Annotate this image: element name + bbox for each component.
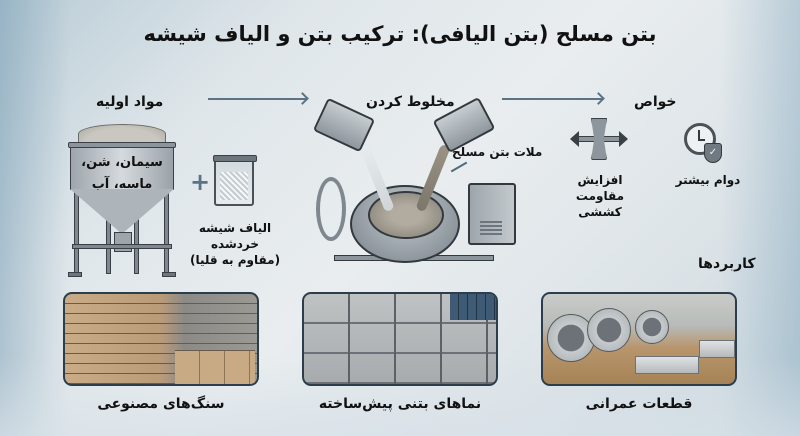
label-artificial-stones: سنگ‌های مصنوعی: [97, 396, 225, 412]
silo-foot: [162, 272, 176, 277]
fiber-label-line3: (مقاوم به قلیا): [189, 253, 281, 267]
paver-blocks: [175, 350, 255, 384]
tension-arrowhead-left: [570, 131, 579, 147]
concrete-pipe: [587, 308, 631, 352]
tensile-label-line2: کششی: [578, 205, 622, 219]
diagram-title: بتن مسلح (بتن الیافی): ترکیب بتن و الیاف…: [143, 22, 657, 46]
concrete-pipe: [635, 310, 669, 344]
card-civil-elements: [541, 292, 737, 386]
silo-foot: [68, 272, 82, 277]
tension-arrows-icon: [570, 118, 628, 160]
card-precast-facade: [302, 292, 498, 386]
glass-fiber-label: الیاف شیشه خردشده (مقاوم به قلیا): [180, 220, 290, 268]
motor-vent: [480, 221, 502, 235]
section-properties: خواص: [634, 94, 677, 110]
silo-outlet: [114, 232, 132, 252]
silo-label: سیمان، شن، ماسه، آب: [68, 152, 176, 196]
silo-crossbar: [72, 244, 172, 249]
flow-arrow-2: [502, 98, 602, 100]
property-durability: دوام بیشتر: [675, 173, 741, 187]
glass-fiber-contents: [220, 172, 248, 200]
mixer-motor: [468, 183, 516, 245]
section-raw-materials: مواد اولیه: [96, 94, 164, 110]
clock-minute-hand: [698, 139, 705, 141]
mortar-label: ملات بتن مسلح: [452, 145, 543, 159]
plus-icon: +: [190, 168, 211, 196]
card-artificial-stones: [63, 292, 259, 386]
jersey-barrier: [699, 340, 735, 358]
label-precast-facade: نماهای بتنی پیش‌ساخته: [318, 396, 482, 412]
silo-label-line1: سیمان، شن،: [81, 155, 163, 170]
clock-hour-hand: [698, 130, 700, 140]
silo-label-line2: ماسه، آب: [91, 177, 153, 192]
concrete-pipe: [547, 314, 595, 362]
silo-rim: [68, 142, 176, 148]
glass-fiber-jar-icon: [213, 155, 257, 206]
fiber-label-line2: خردشده: [210, 237, 260, 251]
concrete-mixer-illustration: [300, 95, 530, 275]
section-applications: کاربردها: [698, 256, 756, 272]
fiber-label-line1: الیاف شیشه: [198, 221, 272, 235]
glass-windows: [450, 294, 496, 320]
shield-check-icon: ✓: [704, 143, 722, 163]
mixer-handwheel: [316, 177, 346, 241]
label-civil-elements: قطعات عمرانی: [585, 396, 693, 412]
flow-arrow-1: [208, 98, 306, 100]
tensile-label-line1: افزایش مقاومت: [575, 173, 625, 203]
silo-cone: [70, 189, 174, 234]
material-pile: [78, 124, 166, 144]
property-tensile-strength: افزایش مقاومت کششی: [558, 172, 642, 220]
jersey-barrier: [635, 356, 699, 374]
clock-shield-icon: ✓: [684, 123, 724, 163]
silo-illustration: [62, 118, 182, 278]
tension-arrowhead-right: [619, 131, 628, 147]
section-mixing: مخلوط کردن: [366, 94, 455, 110]
